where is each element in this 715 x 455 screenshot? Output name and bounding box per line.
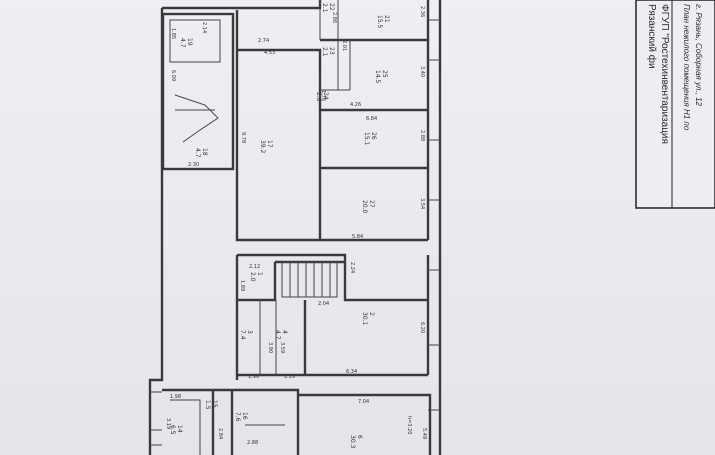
room-label: 12.0 [249, 272, 263, 282]
corridor-walls [235, 10, 322, 242]
room-label: 2115.5 [376, 15, 390, 29]
building-outline [148, 0, 442, 455]
room-label: 630.3 [349, 435, 363, 449]
bottom-details [170, 399, 285, 455]
room-label: 2720.0 [361, 200, 375, 214]
stamp-line2: ФГУП "Ростехинвентаризация [659, 4, 670, 144]
dim-label: 2.04 [318, 301, 329, 307]
room-label: 1739.2 [259, 140, 273, 154]
small-rooms [319, 0, 351, 91]
dim-label: 6.34 [346, 369, 357, 375]
room-label: 230.1 [361, 312, 375, 326]
rooms-3-4 [259, 300, 277, 375]
dim-label: 6.20 [419, 322, 425, 333]
room-label: 2514.5 [374, 70, 388, 84]
room-label: 151.5 [204, 400, 218, 410]
dim-label: 3.19 [165, 418, 171, 429]
dim-label: 6.84 [366, 116, 377, 122]
dim-label: 5.84 [352, 234, 363, 240]
room-19-box [169, 19, 221, 63]
stair-steps [289, 262, 331, 297]
dim-label: 1.89 [239, 280, 245, 291]
room-label: 2615.1 [363, 132, 377, 146]
dim-label: 3.54 [419, 198, 425, 209]
dim-label: 2.36 [419, 6, 425, 17]
stair-flight [174, 94, 219, 143]
dim-label: 1.98 [170, 394, 181, 400]
room-label: 184.7 [194, 148, 208, 158]
room-label: 194.7 [179, 38, 193, 48]
dim-label: 2.88 [419, 130, 425, 141]
dim-label: 2.14 [201, 22, 207, 33]
room-labels: 2115.5 222.1 232.1 242.0 2514.5 2615.1 2… [169, 3, 390, 449]
dim-label: h=3.20 [406, 416, 412, 435]
room-label: 222.1 [321, 3, 335, 13]
dim-label: 4.53 [264, 50, 275, 56]
dim-label: 1.76 [320, 90, 326, 101]
stair-middle [281, 261, 338, 298]
room-label: 232.1 [321, 47, 335, 57]
dim-label: 4.26 [350, 102, 361, 108]
dim-label: 2.74 [258, 38, 269, 44]
room-label: 44.7 [274, 330, 288, 340]
dimension-labels: 2.36 3.40 2.88 3.54 5.84 6.84 4.26 9.78 … [165, 6, 427, 446]
dim-label: 3.40 [419, 66, 425, 77]
dim-label: 2.84 [217, 428, 223, 439]
bottom-walls [162, 388, 432, 455]
dim-label: 1.19 [284, 374, 295, 380]
dim-label: 9.78 [240, 132, 246, 143]
title-stamp-box [635, 0, 715, 209]
room-label: 146.5 [169, 425, 183, 435]
room-label: 167.6 [234, 412, 248, 422]
windows [150, 19, 440, 446]
middle-walls [235, 253, 430, 380]
dim-label: 1.85 [170, 28, 176, 39]
stamp-line4: г. Рязань, Соборная ул., 12 [694, 4, 703, 107]
stair-block [161, 12, 235, 171]
dim-label: 5.49 [421, 428, 427, 439]
dim-label: 6.09 [170, 70, 176, 81]
dim-label: 3.90 [267, 342, 273, 353]
right-room-walls [320, 0, 430, 242]
dim-label: 2.30 [188, 162, 199, 168]
dim-label: 7.04 [358, 399, 369, 405]
dim-label: 2.86 [331, 12, 337, 23]
room-label: 242.0 [315, 92, 329, 102]
dim-label: 2.88 [247, 440, 258, 446]
room-label: 37.4 [239, 330, 253, 340]
dim-label: 3.59 [279, 342, 285, 353]
dim-label: 2.01 [341, 40, 347, 51]
stamp-line1: Рязанский фи [646, 4, 658, 69]
dim-label: 2.12 [249, 264, 260, 270]
dim-label: 2.24 [349, 262, 355, 273]
dim-label: 1.96 [248, 374, 259, 380]
stamp-line3: План нежилого помещения Н1 по [682, 4, 691, 131]
